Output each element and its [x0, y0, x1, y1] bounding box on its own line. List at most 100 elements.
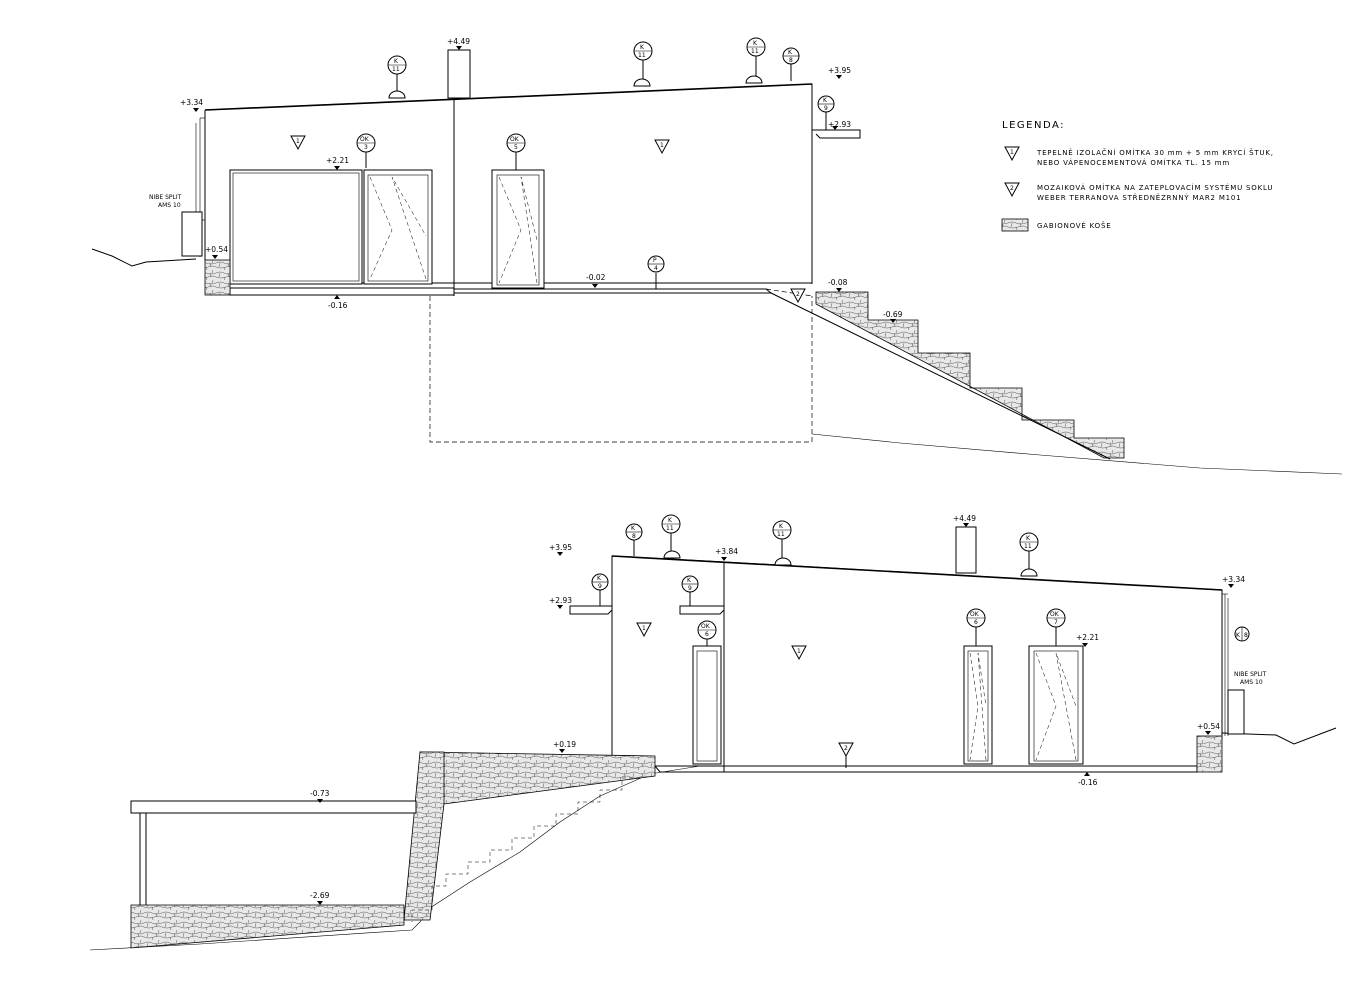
upper-component-tags: K11 K11 K11 K8 K9 OK3 OK5 P4 [356, 37, 835, 273]
gabion-hatch-icon [1001, 218, 1029, 232]
svg-text:11: 11 [392, 66, 400, 73]
finish-tag-2: 2 [796, 291, 800, 298]
level-roof-left: +3.34 [180, 98, 203, 107]
legend-item-2-line1: MOZAIKOVÁ OMÍTKA NA ZATEPLOVACÍM SYSTÉMU… [1037, 183, 1273, 192]
level-carport-roof: -0.73 [310, 789, 330, 798]
ac-label-2: AMS 10 [158, 202, 181, 209]
lower-elevation [89, 526, 1337, 951]
svg-text:K: K [1236, 632, 1241, 639]
level-roof-right-lower: +3.34 [1222, 575, 1245, 584]
tag-k11-c: K11 [746, 37, 766, 57]
svg-text:K: K [597, 575, 602, 582]
level-roof-left-lower: +3.95 [549, 543, 572, 552]
tag-lower-ok6-a: OK6 [697, 620, 717, 640]
upper-level-marks: +3.34 +4.49 +3.95 +2.93 +2.21 +0.54 -0.1… [149, 37, 903, 323]
level-chimney-lower: +4.49 [953, 514, 976, 523]
upper-elevation [91, 49, 1343, 475]
svg-text:K: K [631, 525, 636, 532]
level-canopy: +2.93 [828, 120, 851, 129]
legend-title: LEGENDA: [1002, 120, 1065, 131]
level-roof-mid: +3.84 [715, 547, 738, 556]
level-floor-right: -0.02 [586, 273, 606, 282]
svg-text:OK: OK [1050, 611, 1060, 618]
svg-text:5: 5 [514, 144, 518, 151]
level-window-head-lower: +2.21 [1076, 633, 1099, 642]
svg-text:OK: OK [701, 623, 711, 630]
tag-ok3: OK3 [356, 133, 376, 153]
legend: LEGENDA: 1 TEPELNĚ IZOLAČNÍ OMÍTKA 30 mm… [1001, 120, 1274, 232]
finish-1-symbol-icon [1004, 146, 1020, 162]
level-window-head: +2.21 [326, 156, 349, 165]
svg-text:6: 6 [705, 631, 709, 638]
finish-tag-lower-1b: 1 [797, 648, 801, 655]
level-floor-left: -0.16 [328, 301, 348, 310]
tag-lower-k9-a: K9 [591, 573, 609, 591]
svg-text:OK: OK [360, 136, 370, 143]
svg-text:9: 9 [824, 105, 828, 112]
svg-text:11: 11 [1024, 543, 1032, 550]
level-plinth-lower: +0.54 [1197, 722, 1220, 731]
svg-text:8: 8 [789, 57, 793, 64]
level-carport-floor: -2.69 [310, 891, 330, 900]
tag-k8: K8 [782, 47, 800, 65]
legend-item-3: GABIONOVÉ KOŠE [1037, 221, 1111, 230]
svg-text:4: 4 [654, 265, 658, 272]
svg-text:K: K [668, 517, 673, 524]
level-plinth: +0.54 [205, 245, 228, 254]
svg-text:3: 3 [364, 144, 368, 151]
svg-text:9: 9 [598, 583, 602, 590]
svg-text:6: 6 [974, 619, 978, 626]
level-roof-right: +3.95 [828, 66, 851, 75]
svg-text:OK: OK [510, 136, 520, 143]
tag-lower-k9-b: K9 [681, 575, 699, 593]
svg-text:K: K [640, 44, 645, 51]
svg-text:K: K [753, 40, 758, 47]
legend-item-1-line2: NEBO VÁPENOCEMENTOVÁ OMÍTKA TL. 15 mm [1037, 158, 1230, 167]
tag-k9: K9 [817, 95, 835, 113]
legend-item-1-line1: TEPELNĚ IZOLAČNÍ OMÍTKA 30 mm + 5 mm KRY… [1036, 148, 1274, 157]
svg-text:11: 11 [666, 525, 674, 532]
finish-tag-lower-1a: 1 [642, 625, 646, 632]
level-stair: -0.69 [883, 310, 903, 319]
tag-k11-a: K11 [387, 55, 407, 75]
svg-text:P: P [653, 257, 657, 264]
lower-level-marks: +3.95 +2.93 +3.84 +4.49 +3.34 +2.21 +0.1… [310, 514, 1267, 905]
tag-ok5: OK5 [506, 133, 526, 153]
svg-text:8: 8 [632, 533, 636, 540]
svg-text:7: 7 [1054, 619, 1058, 626]
tag-lower-k8: K8 [625, 523, 643, 541]
svg-text:11: 11 [751, 48, 759, 55]
tag-lower-k11-c: K11 [1019, 532, 1039, 552]
tag-p4: P4 [647, 255, 665, 273]
finish-2-symbol-icon [1004, 182, 1020, 198]
ac-label-1: NIBE SPLIT [149, 194, 182, 201]
svg-text:9: 9 [688, 585, 692, 592]
svg-text:8: 8 [1244, 632, 1248, 639]
ac-label-lower-2: AMS 10 [1240, 679, 1263, 686]
tag-lower-ok7: OK7 [1046, 608, 1066, 628]
svg-text:K: K [779, 523, 784, 530]
svg-text:K: K [394, 58, 399, 65]
svg-text:OK: OK [970, 611, 980, 618]
finish-tag-1b: 1 [660, 142, 664, 149]
legend-item-2-line2: WEBER TERRANOVA STŘEDNĚZRNNÝ MAR2 M101 [1037, 193, 1241, 202]
legend-symbol-2: 2 [1010, 185, 1014, 192]
svg-text:K: K [687, 577, 692, 584]
tag-lower-k11-b: K11 [772, 520, 792, 540]
svg-text:K: K [788, 49, 793, 56]
level-terrace: -0.08 [828, 278, 848, 287]
tag-lower-k11-a: K11 [661, 514, 681, 534]
ac-label-lower-1: NIBE SPLIT [1234, 671, 1267, 678]
legend-symbol-1: 1 [1010, 149, 1014, 156]
level-floor-lower: -0.16 [1078, 778, 1098, 787]
finish-tag-1a: 1 [296, 138, 300, 145]
level-chimney: +4.49 [447, 37, 470, 46]
level-canopy-lower: +2.93 [549, 596, 572, 605]
level-terrace-lower: +0.19 [553, 740, 576, 749]
svg-text:11: 11 [777, 531, 785, 538]
tag-k11-b: K11 [633, 41, 653, 61]
